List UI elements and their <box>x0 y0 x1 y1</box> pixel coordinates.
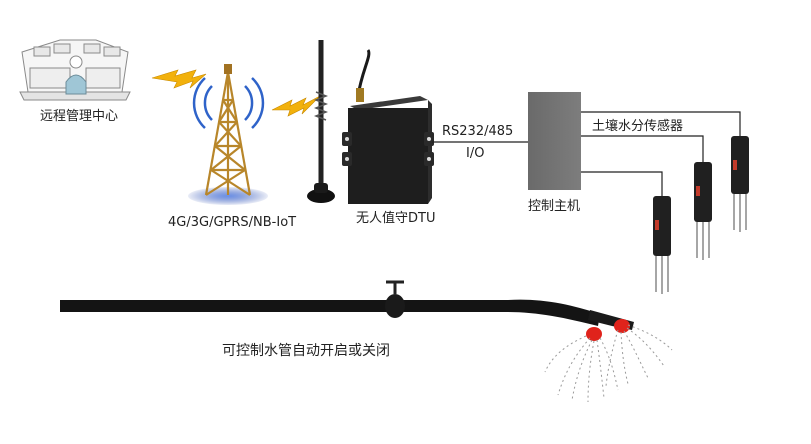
soil-sensor-label: 土壤水分传感器 <box>592 119 684 134</box>
valve-caption-label: 可控制水管自动开启或关闭 <box>222 343 390 359</box>
soil-probe-icon <box>731 136 749 232</box>
dtu-label: 无人值守DTU <box>356 211 436 226</box>
control-room-icon <box>19 39 131 101</box>
controller-box <box>528 92 581 190</box>
network-types-label: 4G/3G/GPRS/NB-IoT <box>168 215 297 230</box>
water-pipe <box>60 299 600 326</box>
sprinkler-icon <box>544 310 673 403</box>
soil-probe-icon-2 <box>694 162 712 260</box>
link-io-label: I/O <box>466 146 485 161</box>
dtu-device-icon <box>342 49 434 204</box>
lightning-icon <box>151 69 207 89</box>
sensor-wires <box>581 111 741 198</box>
remote-center-label: 远程管理中心 <box>40 109 119 124</box>
antenna-icon <box>307 40 335 203</box>
lightning-icon-2 <box>271 95 321 117</box>
cell-tower-icon <box>188 64 268 205</box>
valve-icon <box>385 280 405 318</box>
controller-label: 控制主机 <box>528 199 581 214</box>
link-protocol-label: RS232/485 <box>442 124 514 139</box>
soil-probe-icon-3 <box>653 196 671 294</box>
